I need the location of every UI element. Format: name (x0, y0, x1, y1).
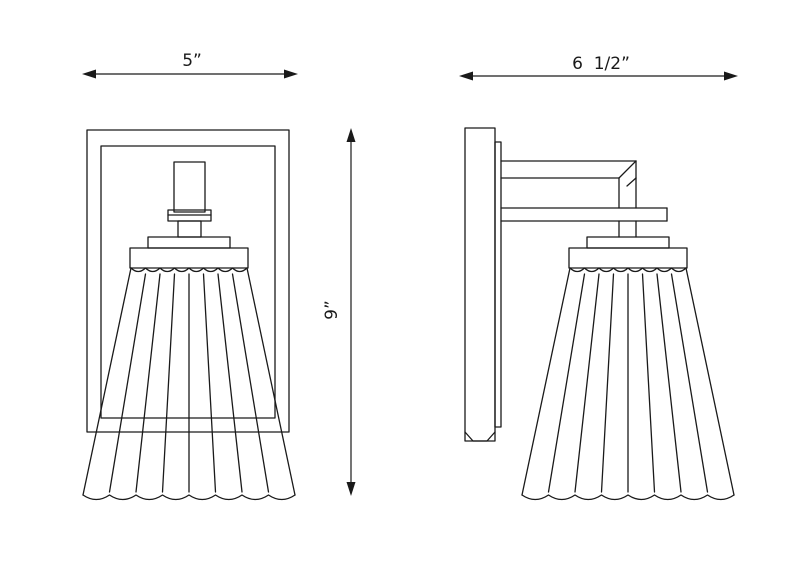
side-backplate-lip (494, 141, 502, 428)
front-fitter (147, 236, 231, 249)
shade-flute-line (217, 273, 243, 493)
shade-flute-line (82, 267, 132, 496)
shade-top-edge (569, 267, 687, 273)
shade-flute-line (521, 267, 571, 496)
shade-flute-line (547, 273, 586, 493)
shade-flute-line (685, 267, 735, 496)
front-width-label: 5” (182, 51, 202, 71)
side-backplate (464, 127, 496, 442)
shade-flute-line (670, 273, 709, 493)
shade-flute-line (161, 273, 176, 493)
shade-flute-line (108, 273, 147, 493)
height-label: 9” (322, 300, 342, 320)
shade-bottom-edge (82, 494, 296, 501)
front-neck (177, 220, 202, 238)
front-stem (173, 161, 206, 213)
shade-flute-line (231, 273, 270, 493)
side-fitter (586, 236, 670, 249)
side-arm (500, 160, 668, 238)
side-shade-cap (568, 247, 688, 269)
shade-flute-line (135, 273, 161, 493)
side-depth-label: 6 1/2” (572, 54, 630, 74)
shade-flute-line (641, 273, 656, 493)
front-width-dimension: 5” (82, 51, 298, 79)
front-backplate-outer (86, 129, 290, 433)
front-fluted-shade (82, 267, 296, 501)
front-backplate-inner (100, 145, 276, 419)
shade-flute-line (600, 273, 615, 493)
side-fluted-shade (521, 267, 735, 501)
shade-flute-line (202, 273, 217, 493)
height-dimension: 9” (322, 128, 356, 496)
side-depth-dimension: 6 1/2” (459, 54, 738, 81)
shade-bottom-edge (521, 494, 735, 501)
shade-flute-line (246, 267, 296, 496)
shade-flute-line (574, 273, 600, 493)
side-view (464, 127, 735, 501)
front-shade-cap (129, 247, 249, 269)
front-view (82, 129, 296, 501)
shade-flute-line (656, 273, 682, 493)
shade-top-edge (130, 267, 248, 273)
